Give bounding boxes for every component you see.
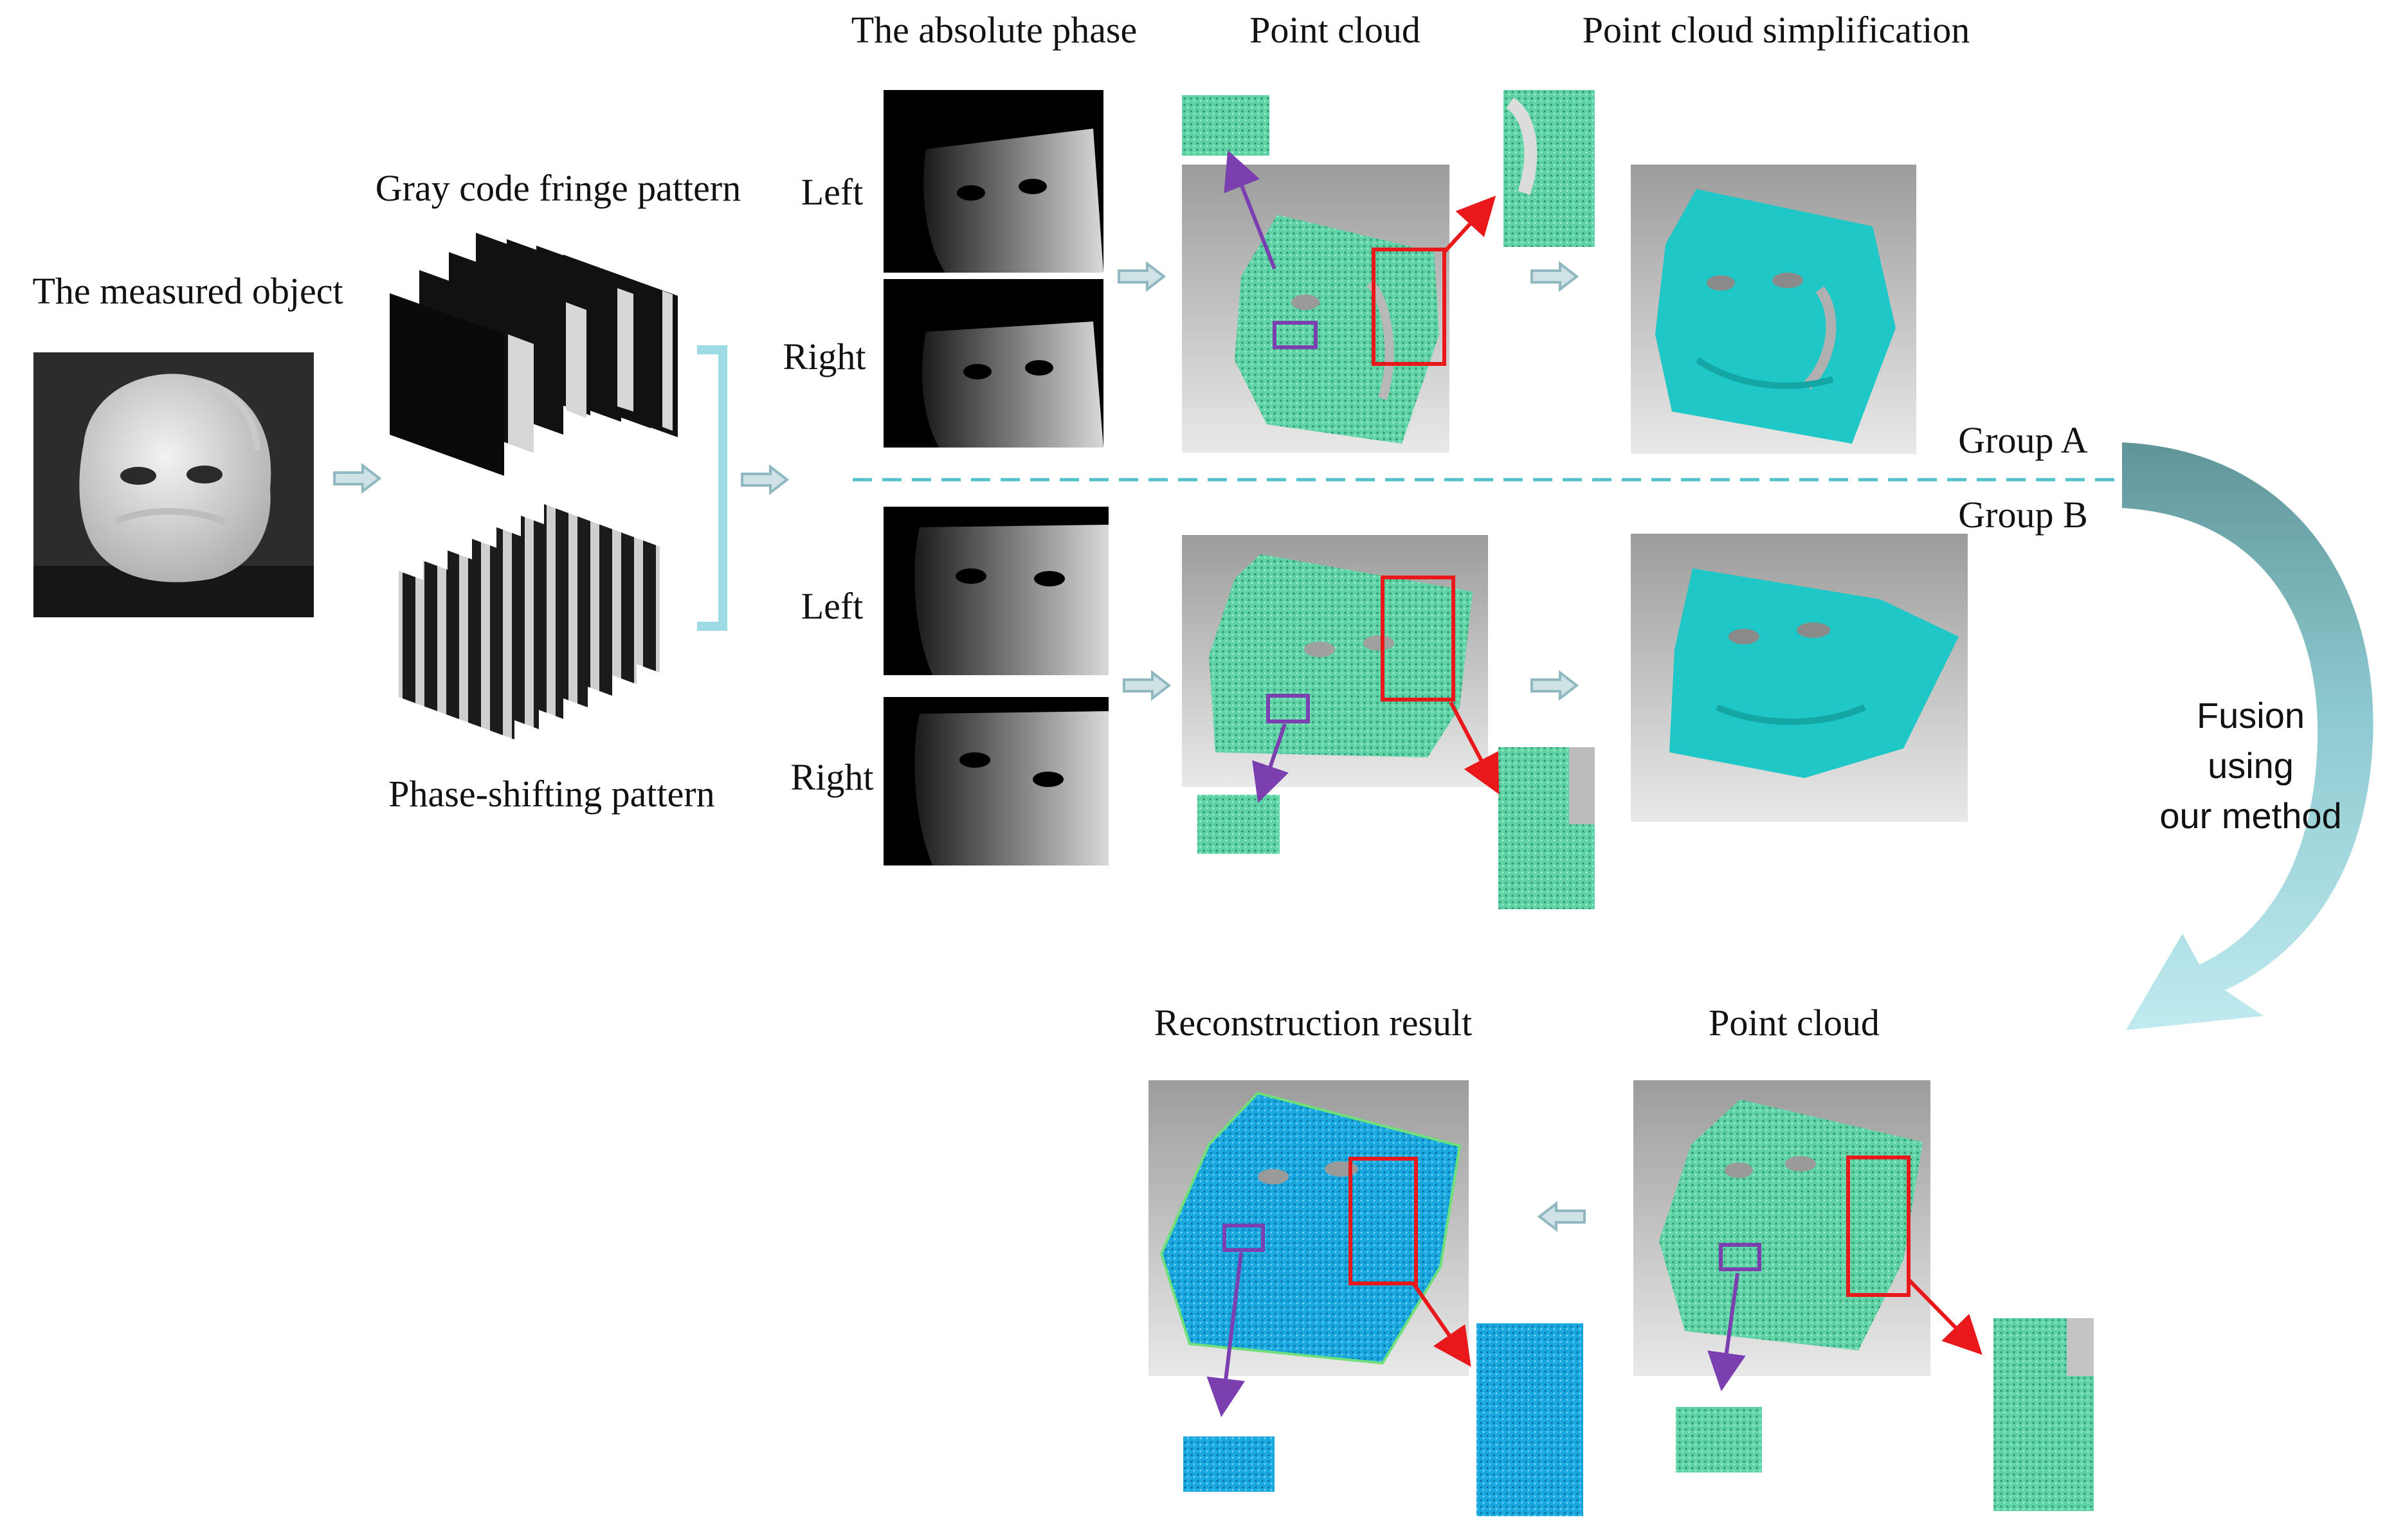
fused-point-cloud-label: Point cloud (1709, 1002, 1880, 1044)
flow-arrow-1 (333, 464, 381, 493)
detail-arrow-b-red (1449, 701, 1500, 795)
phase-shifting-label: Phase-shifting pattern (388, 773, 714, 815)
detail-b-purple (1197, 795, 1280, 854)
phase-map-b-left (884, 507, 1109, 675)
flow-arrow-3b (1123, 671, 1170, 700)
fused-arrow-red (1907, 1278, 1983, 1355)
group-b-left-label: Left (801, 585, 864, 627)
flow-arrow-4a (1530, 262, 1578, 291)
gray-code-label: Gray code fringe pattern (376, 167, 741, 209)
phase-map-a-right (884, 279, 1103, 448)
detail-a-red (1503, 90, 1595, 247)
pattern-bracket (697, 345, 727, 631)
absolute-phase-label: The absolute phase (851, 9, 1138, 51)
flow-arrow-4b (1530, 671, 1578, 700)
reconstruction-detail-red (1476, 1323, 1583, 1516)
fusion-arrow (2122, 442, 2373, 1030)
measured-object-photo (33, 352, 314, 617)
fusion-label-line3: our method (2159, 795, 2341, 836)
reconstruction-result (1148, 1080, 1469, 1376)
flow-arrow-3a (1118, 262, 1165, 291)
flow-arrow-left (1537, 1200, 1586, 1233)
point-cloud-label: Point cloud (1249, 9, 1420, 51)
phase-map-a-left (884, 90, 1103, 273)
group-a-label: Group A (1958, 419, 2088, 461)
point-cloud-simplification-label: Point cloud simplification (1583, 9, 1970, 51)
simplified-cloud-b (1631, 534, 1968, 822)
group-a-left-label: Left (801, 171, 864, 213)
reconstruction-detail-purple (1183, 1436, 1275, 1492)
detail-arrow-a-red (1442, 195, 1496, 254)
fusion-label-line2: using (2208, 745, 2294, 786)
gray-code-stack (390, 233, 678, 476)
reconstruction-result-label: Reconstruction result (1154, 1002, 1473, 1044)
phase-map-b-right (884, 697, 1109, 865)
group-a-right-label: Right (783, 336, 866, 377)
group-b-right-label: Right (791, 756, 874, 798)
point-cloud-a (1182, 165, 1449, 453)
detail-arrow-a-purple (1224, 150, 1276, 270)
fused-detail-red (1993, 1318, 2094, 1511)
fused-point-cloud (1633, 1080, 1930, 1376)
phase-shift-stack (399, 504, 660, 739)
reconstruction-arrow-purple (1206, 1252, 1246, 1417)
flow-arrow-2 (741, 466, 788, 494)
measured-object-label: The measured object (32, 270, 343, 312)
simplified-cloud-a (1631, 165, 1916, 454)
point-cloud-b (1182, 535, 1488, 787)
fused-detail-purple (1676, 1407, 1762, 1472)
detail-b-red (1498, 747, 1595, 909)
reconstruction-arrow-red (1411, 1282, 1471, 1367)
detail-arrow-b-purple (1252, 723, 1289, 803)
group-b-label: Group B (1958, 494, 2087, 536)
fused-arrow-purple (1707, 1273, 1746, 1391)
detail-a-purple (1182, 95, 1269, 156)
fusion-label-line1: Fusion (2197, 695, 2305, 736)
